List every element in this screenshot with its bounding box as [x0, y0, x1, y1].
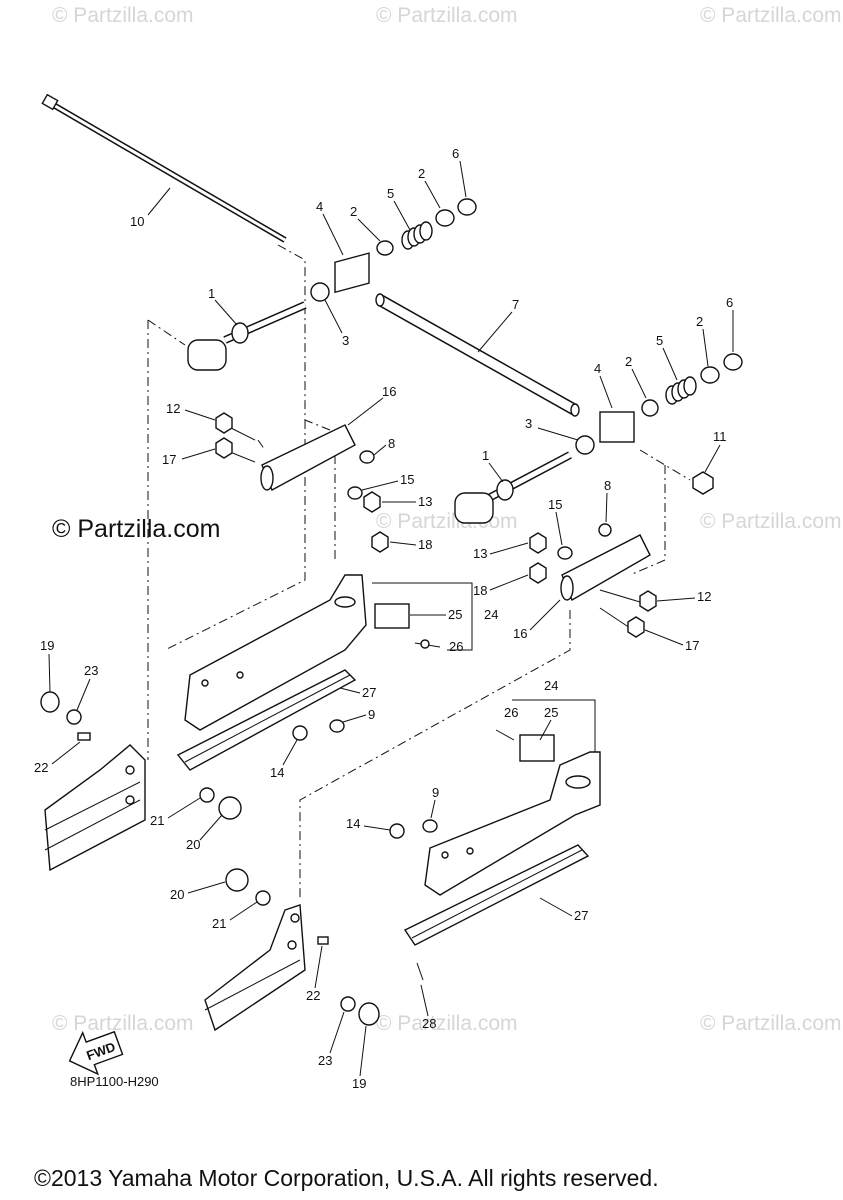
- callout-21: 21: [150, 813, 164, 828]
- callout-22: 22: [34, 760, 48, 775]
- callout-27: 27: [362, 685, 376, 700]
- arm-16-left: [260, 424, 356, 491]
- callout-5: 5: [656, 333, 663, 348]
- slide-rail-27-left: [176, 669, 357, 771]
- callout-12: 12: [697, 589, 711, 604]
- small-fasteners: [347, 450, 612, 584]
- frame-left: [44, 744, 146, 872]
- slide-bracket-right: [424, 751, 601, 896]
- callout-2: 2: [418, 166, 425, 181]
- callout-2: 2: [350, 204, 357, 219]
- watermark: © Partzilla.com: [52, 1012, 194, 1035]
- callout-19: 19: [40, 638, 54, 653]
- bracket-24-right: [495, 699, 596, 762]
- right-block-cluster: [575, 353, 743, 495]
- roller-1-left: [187, 301, 307, 371]
- upper-block-cluster: [310, 198, 477, 302]
- callout-26: 26: [504, 705, 518, 720]
- assembly-lines: [147, 244, 691, 900]
- callout-22: 22: [306, 988, 320, 1003]
- watermark-prominent: © Partzilla.com: [52, 515, 221, 543]
- callout-12: 12: [166, 401, 180, 416]
- callout-21: 21: [212, 916, 226, 931]
- watermark: © Partzilla.com: [376, 4, 518, 27]
- fwd-arrow-icon: FWD: [68, 1030, 124, 1076]
- frame-lower: [204, 904, 306, 1032]
- callout-4: 4: [316, 199, 323, 214]
- callout-24: 24: [544, 678, 558, 693]
- copyright-notice: ©2013 Yamaha Motor Corporation, U.S.A. A…: [34, 1165, 659, 1191]
- callout-9: 9: [432, 785, 439, 800]
- callout-27: 27: [574, 908, 588, 923]
- callout-15: 15: [548, 497, 562, 512]
- roller-1-right: [454, 451, 572, 524]
- callout-20: 20: [170, 887, 184, 902]
- callout-15: 15: [400, 472, 414, 487]
- callout-28: 28: [422, 1016, 436, 1031]
- callout-3: 3: [342, 333, 349, 348]
- callout-11: 11: [713, 429, 727, 444]
- callout-9: 9: [368, 707, 375, 722]
- callout-5: 5: [387, 186, 394, 201]
- callout-23: 23: [84, 663, 98, 678]
- rod-10: [41, 93, 287, 243]
- callout-7: 7: [512, 297, 519, 312]
- callout-2: 2: [625, 354, 632, 369]
- callout-labels: 10 4 2 5 2 6 1 3 7 4 2 5 2 6 3 11 16 12: [34, 146, 734, 1091]
- callout-25: 25: [544, 705, 558, 720]
- watermark: © Partzilla.com: [376, 1012, 518, 1035]
- callout-10: 10: [130, 214, 144, 229]
- callout-17: 17: [685, 638, 699, 653]
- small-parts-lower: [40, 691, 438, 1026]
- callout-17: 17: [162, 452, 176, 467]
- bolts-right: [599, 589, 657, 638]
- callout-18: 18: [473, 583, 487, 598]
- shaft-7: [375, 293, 580, 417]
- callout-25: 25: [448, 607, 462, 622]
- bracket-24-left: [372, 582, 473, 651]
- callout-23: 23: [318, 1053, 332, 1068]
- watermark: © Partzilla.com: [700, 510, 842, 533]
- watermark: © Partzilla.com: [700, 1012, 842, 1035]
- slide-bracket-left: [184, 574, 367, 731]
- callout-6: 6: [452, 146, 459, 161]
- callout-16: 16: [382, 384, 396, 399]
- callout-4: 4: [594, 361, 601, 376]
- callout-14: 14: [346, 816, 360, 831]
- callout-1: 1: [482, 448, 489, 463]
- callout-19: 19: [352, 1076, 366, 1091]
- callout-24: 24: [484, 607, 498, 622]
- watermark: © Partzilla.com: [700, 4, 842, 27]
- diagram-code: 8HP1100-H290: [70, 1074, 159, 1089]
- callout-14: 14: [270, 765, 284, 780]
- callout-13: 13: [418, 494, 432, 509]
- callout-2: 2: [696, 314, 703, 329]
- callout-26: 26: [449, 639, 463, 654]
- callout-18: 18: [418, 537, 432, 552]
- callout-1: 1: [208, 286, 215, 301]
- watermark: © Partzilla.com: [52, 4, 194, 27]
- callout-16: 16: [513, 626, 527, 641]
- callout-8: 8: [604, 478, 611, 493]
- callout-6: 6: [726, 295, 733, 310]
- bolts-left: [215, 412, 256, 463]
- callout-8: 8: [388, 436, 395, 451]
- callout-3: 3: [525, 416, 532, 431]
- callout-20: 20: [186, 837, 200, 852]
- slide-rail-27-right: [403, 844, 590, 946]
- callout-13: 13: [473, 546, 487, 561]
- arm-16-right: [560, 534, 651, 602]
